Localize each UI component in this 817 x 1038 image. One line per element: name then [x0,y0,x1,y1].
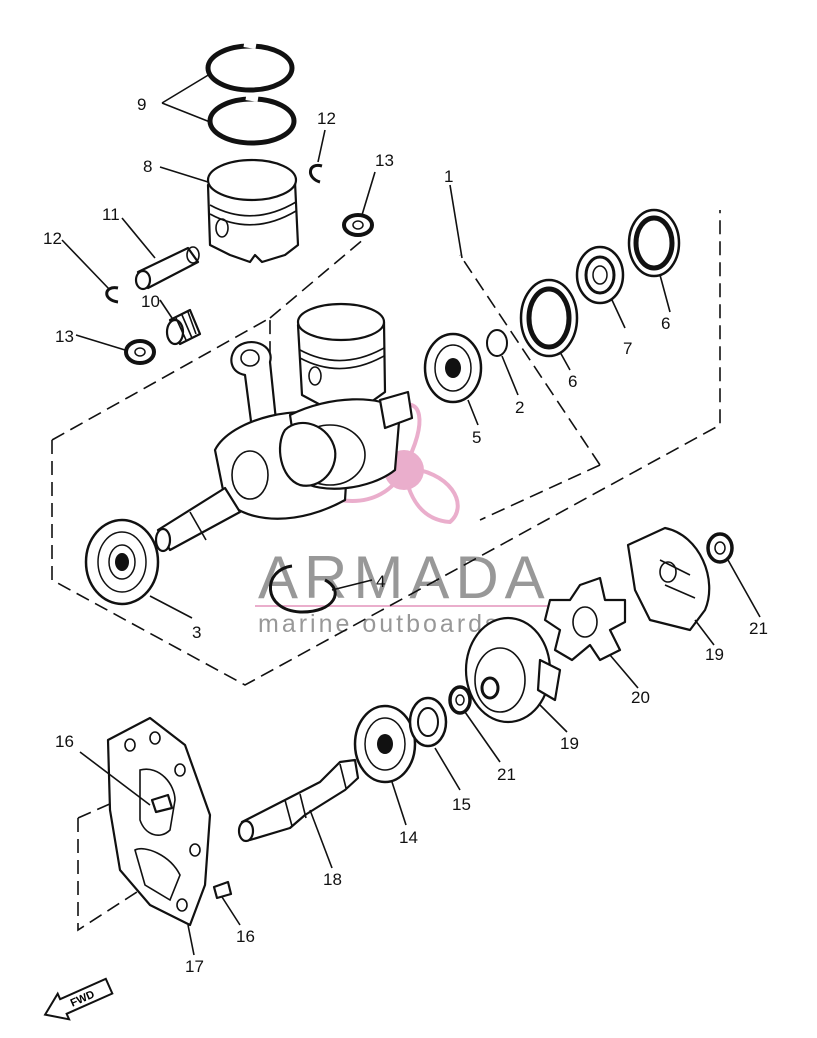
callout-label: 5 [472,428,481,447]
oil-seal-right [627,208,681,278]
callout-label: 12 [43,229,62,248]
piston-ring-lower [207,94,297,146]
dowel-pin-upper [150,793,174,814]
fwd-direction-badge: FWD [43,977,114,1021]
ball-bearing-left [84,518,160,606]
callout-label: 21 [749,619,768,638]
oil-seal-middle [519,278,579,358]
callout-label: 20 [631,688,650,707]
bearing-15 [408,696,448,748]
callout-label: 1 [444,167,453,186]
ball-bearing-right [423,332,483,404]
callout-label: 16 [236,927,255,946]
callout-label: 18 [323,870,342,889]
callout-label: 9 [137,95,146,114]
needle-bearing [165,308,202,346]
callout-label: 12 [317,109,336,128]
watermark-subtitle: marine outboards [258,610,501,638]
callout-label: 7 [623,339,632,358]
callout-label: 19 [705,645,724,664]
leader-lines [61,73,761,956]
washer-21-right [706,532,734,564]
coupling-hub-left [464,616,562,724]
washer-left [124,339,156,365]
circlip-left [105,286,119,304]
piston [206,158,300,264]
callout-label: 19 [560,734,579,753]
callout-label: 8 [143,157,152,176]
callout-label: 10 [141,292,160,311]
callout-label: 6 [661,314,670,333]
gasket-plate [106,716,212,927]
bearing-race [575,245,625,305]
dowel-pin-lower [212,880,233,900]
callout-label: 6 [568,372,577,391]
crank-assembly-boundary [51,210,721,686]
callout-label: 14 [399,828,418,847]
callout-label: 16 [55,732,74,751]
rubber-damper [543,576,627,662]
snap-ring [268,564,337,614]
callout-label: 2 [515,398,524,417]
callout-labels: 9 8 12 13 1 11 12 10 13 6 7 6 2 5 3 4 21… [43,95,768,976]
piston-ring-upper [205,41,295,93]
coupling-hub-right [626,526,711,632]
callout-label: 4 [376,572,385,591]
assembled-piston [296,302,387,412]
piston-pin [134,246,200,291]
washer-upper [342,213,374,237]
callout-label: 11 [102,205,120,224]
arrow-left-icon [43,977,114,1021]
callout-label: 13 [375,151,394,170]
callout-label: 21 [497,765,516,784]
callout-label: 3 [192,623,201,642]
callout-label: 13 [55,327,74,346]
washer-21-lower [448,685,472,715]
callout-label: 15 [452,795,471,814]
watermark-title: ARMADA [258,544,551,611]
o-ring-small [486,329,508,357]
callout-label: 17 [185,957,204,976]
crankshaft-assembly [154,341,414,553]
drive-shaft [237,758,360,843]
circlip-upper [309,163,323,184]
ball-bearing-lower [353,704,417,784]
